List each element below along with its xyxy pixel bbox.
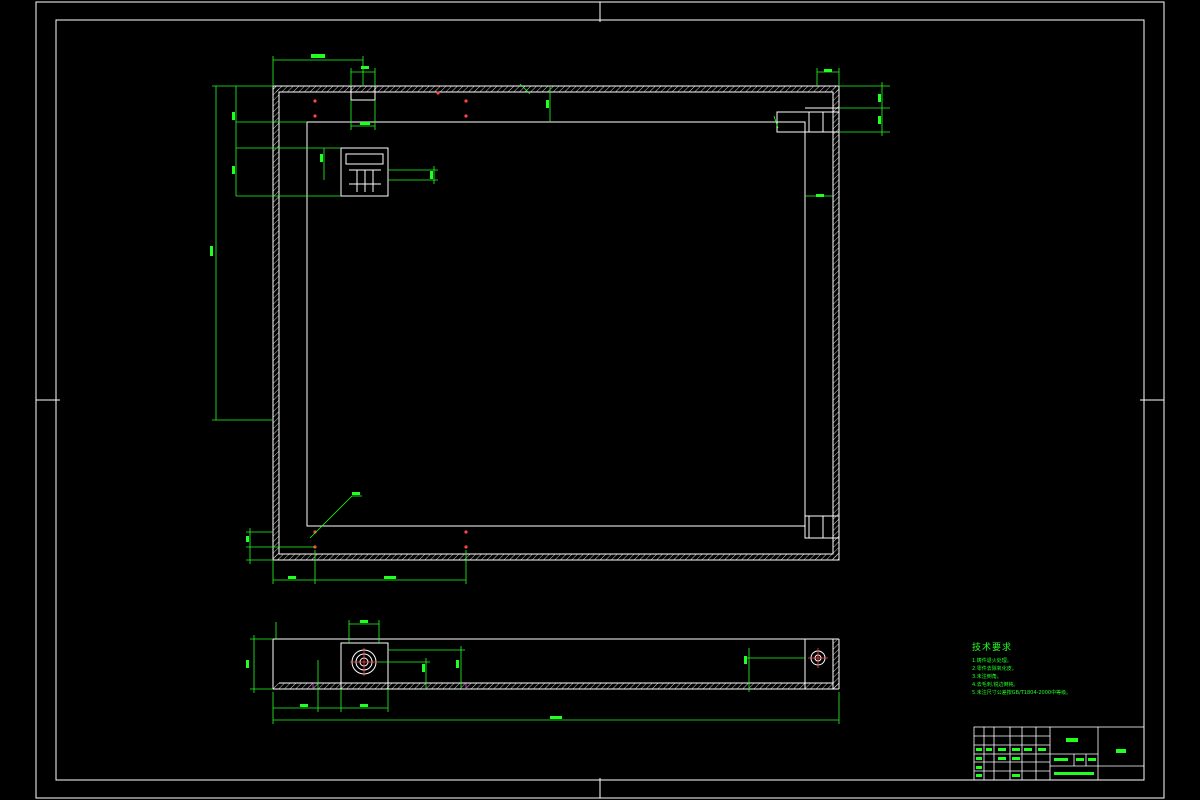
- title-block: [973, 726, 1145, 781]
- requirement-item: 4.去毛刺,锐边倒钝。: [972, 682, 1019, 688]
- front-hatch: [273, 639, 839, 689]
- requirement-item: 5.未注尺寸公差按GB/T1804-2000中等级。: [972, 690, 1072, 696]
- title-block-text: [976, 738, 1126, 777]
- front-dimensions: [250, 620, 840, 724]
- requirement-item: 3.未注倒角。: [972, 674, 1002, 680]
- requirement-item: 2.零件去除氧化皮。: [972, 666, 1017, 672]
- technical-requirements: 技术要求 1.铸件退火处理。 2.零件去除氧化皮。 3.未注倒角。 4.去毛刺,…: [972, 640, 1172, 697]
- front-center-marks: [312, 648, 828, 689]
- sheet-border: [35, 1, 1165, 799]
- plan-dim-text: [210, 66, 881, 579]
- hole-marks: [313, 91, 468, 549]
- front-dim-text: [246, 620, 747, 719]
- plan-dimensions: [212, 54, 890, 584]
- technical-requirements-title: 技术要求: [972, 643, 1013, 653]
- front-view: [246, 620, 840, 724]
- plan-wall-hatch: [273, 86, 839, 560]
- plan-view: [210, 54, 890, 584]
- requirement-item: 1.铸件退火处理。: [972, 658, 1012, 664]
- front-outline: [272, 638, 840, 690]
- plan-outline: [272, 85, 840, 561]
